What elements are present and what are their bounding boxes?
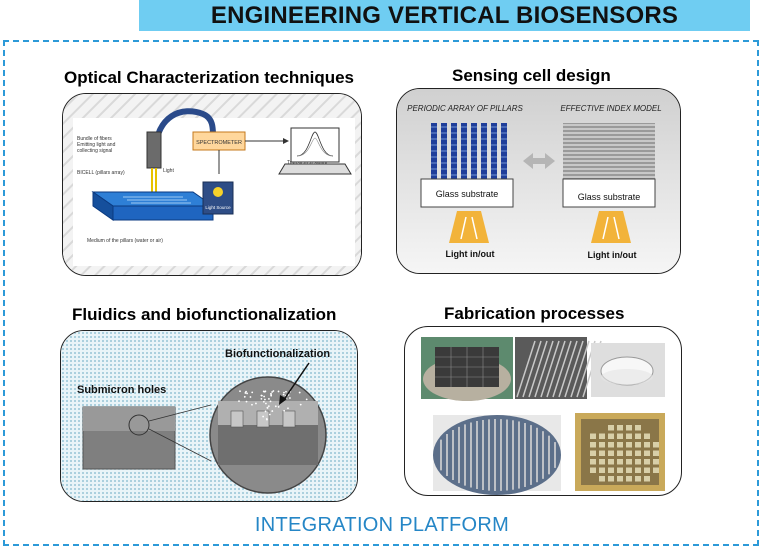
- biofunctionalization-label: Biofunctionalization: [225, 348, 330, 360]
- optical-setup-diagram: SPECTROMETER Light Source Transferred si…: [63, 94, 361, 275]
- effective-index-layer: [563, 123, 655, 179]
- fabrication-panel: [404, 326, 682, 496]
- sensing-cell-diagram: PERIODIC ARRAY OF PILLARS EFFECTIVE INDE…: [397, 89, 680, 273]
- fluidics-section-title: Fluidics and biofunctionalization: [72, 305, 337, 324]
- submicron-holes-label: Submicron holes: [77, 384, 166, 396]
- bicell-top: [91, 191, 215, 207]
- optical-panel: SPECTROMETER Light Source Transferred si…: [62, 93, 362, 276]
- left-light-label: Light in/out: [446, 249, 495, 259]
- right-substrate-label: Glass substrate: [578, 192, 641, 202]
- double-arrow: [523, 153, 555, 169]
- pillar-array: [431, 123, 507, 179]
- left-light-beam: [449, 211, 489, 243]
- chip-photo: [591, 343, 665, 397]
- fiber-probe: [146, 131, 162, 169]
- sensing-section-title: Sensing cell design: [452, 66, 611, 85]
- transferred-signal-label: Transferred signal: [287, 160, 327, 166]
- integration-platform-label: INTEGRATION PLATFORM: [254, 514, 510, 536]
- laptop-screen: [290, 127, 340, 163]
- periodic-array-caption: PERIODIC ARRAY OF PILLARS: [407, 104, 523, 113]
- left-substrate: [420, 178, 514, 208]
- bicell-label: BICELL (pillars array): [77, 170, 125, 176]
- grating-wafer-photo: [433, 415, 561, 495]
- sensing-panel: PERIODIC ARRAY OF PILLARS EFFECTIVE INDE…: [396, 88, 681, 274]
- pillars-sem-photo: [515, 337, 602, 399]
- medium-label: Medium of the pillars (water or air): [87, 238, 163, 244]
- fluidics-diagram: Submicron holes Biofunctionalization: [61, 331, 357, 501]
- fabrication-section-title: Fabrication processes: [444, 304, 625, 323]
- light-source-label: Light Source: [205, 205, 231, 210]
- wafer-photo: [421, 337, 513, 401]
- spectrometer-label: SPECTROMETER: [196, 140, 242, 146]
- light-label: Light: [163, 168, 174, 174]
- integration-platform-frame: [3, 40, 759, 546]
- fibers-label: Bundle of fibers Emitting light and coll…: [77, 136, 117, 154]
- right-light-beam: [591, 211, 631, 243]
- right-substrate: [562, 178, 656, 208]
- right-light-label: Light in/out: [588, 250, 637, 260]
- page-title: ENGINEERING VERTICAL BIOSENSORS: [210, 2, 679, 29]
- sun-icon: [213, 187, 223, 197]
- title-bar: [139, 0, 750, 31]
- effective-index-caption: EFFECTIVE INDEX MODEL: [560, 104, 661, 113]
- optical-section-title: Optical Characterization techniques: [64, 68, 355, 87]
- laptop-base: [278, 163, 352, 175]
- fluidics-panel: Submicron holes Biofunctionalization: [60, 330, 358, 502]
- left-substrate-label: Glass substrate: [436, 189, 499, 199]
- fabrication-photos: [421, 337, 665, 495]
- chip-grid-photo: [575, 413, 665, 491]
